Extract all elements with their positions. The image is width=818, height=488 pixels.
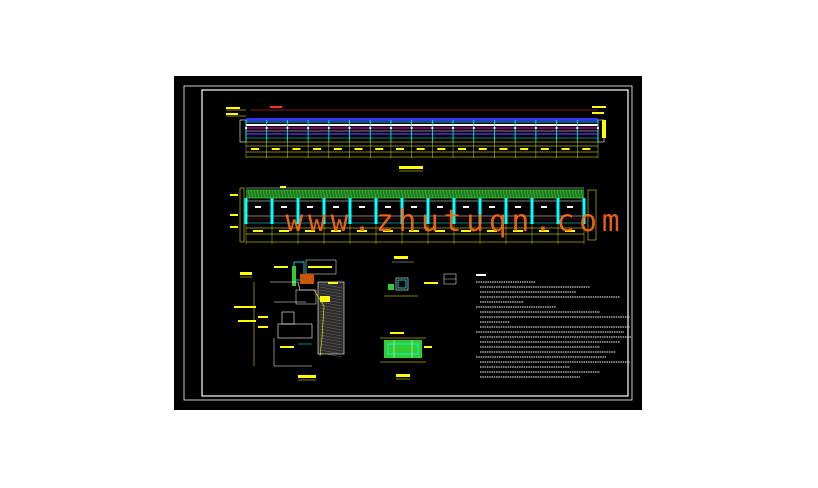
side-elevation [230, 186, 597, 244]
front-elevation [226, 106, 606, 172]
outer-frame [183, 85, 633, 401]
node-detail [380, 256, 457, 380]
design-notes [476, 274, 632, 378]
drawing-sheet: www.zhutuqn.com [174, 76, 642, 410]
section-detail [234, 259, 345, 381]
watermark-text: www.zhutuqn.com [285, 204, 625, 239]
inner-frame [201, 89, 629, 397]
cad-drawing [183, 85, 633, 401]
